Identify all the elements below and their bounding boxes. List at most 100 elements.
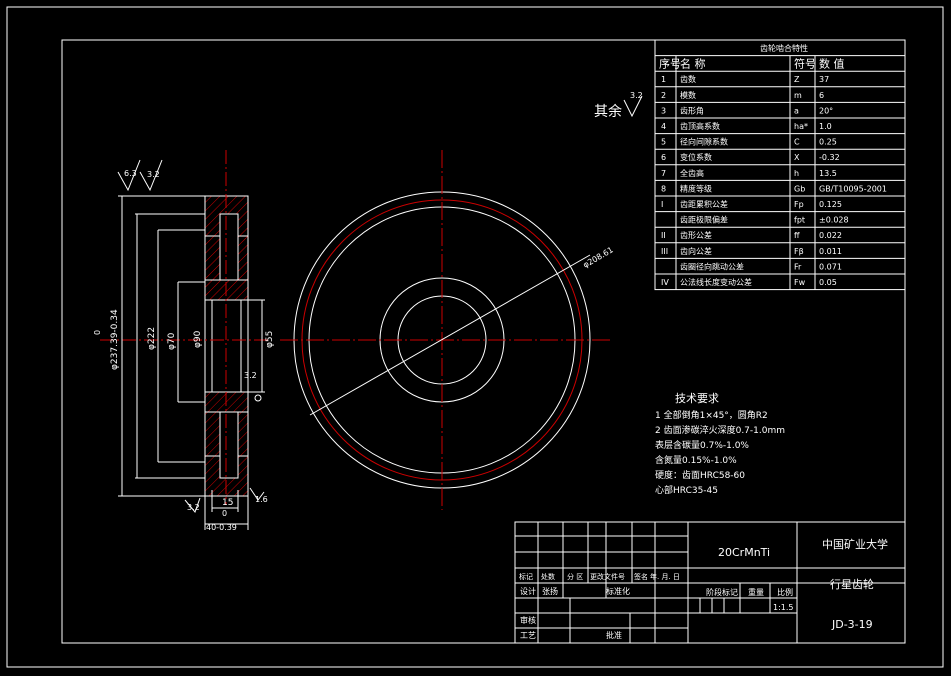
school-name: 中国矿业大学 (822, 537, 888, 551)
gear-table-cell: Fw (794, 278, 806, 287)
title-block-mark-columns: 标记处数 分 区更改文件号签名年. 月. 日 (519, 572, 680, 581)
gear-table-cell: 齿距极限偏差 (680, 215, 728, 225)
gear-table-cell: IV (661, 278, 669, 287)
tech-req-title: 技术要求 (675, 392, 719, 405)
gear-table-cell: 0.25 (819, 138, 837, 147)
gear-table-cell: 5 (661, 138, 666, 147)
gear-table-cell: m (794, 91, 802, 100)
gear-table-cell: Fp (794, 200, 804, 209)
weight-label: 重量 (748, 587, 764, 597)
inner-frame (61, 39, 906, 644)
gear-table-cell: 0.125 (819, 200, 842, 209)
dim-outer-prefix: 0 (93, 330, 102, 335)
roughness-3: 3.2 (187, 503, 200, 512)
mark-column-label: 签名 (634, 572, 648, 581)
gear-table-cell: 齿圈径向跳动公差 (680, 261, 744, 271)
title-block (514, 521, 906, 644)
review-label: 审核 (520, 615, 536, 625)
roughness-4: 1.6 (255, 495, 268, 504)
mark-column-label: 更改文件号 (590, 572, 625, 581)
dim-width-prefix: 0 (222, 509, 227, 518)
gear-table-cell: 2 (661, 91, 666, 100)
gear-table-cell: X (794, 153, 800, 162)
mark-column-label: 年. 月. 日 (650, 572, 680, 581)
gear-table-cell: 6 (819, 91, 824, 100)
gear-table-cell: Fr (794, 262, 802, 271)
gear-table-cell: 1.0 (819, 122, 832, 131)
gear-table-cell: Z (794, 75, 800, 84)
gear-table-cell: 20° (819, 106, 833, 115)
tech-req-lines: 1 全部倒角1×45°，圆角R2 2 齿面渗碳淬火深度0.7-1.0mm 表层含碳… (655, 409, 785, 496)
gear-table-cell: C (794, 138, 800, 147)
gear-table-cell: 37 (819, 75, 829, 84)
gear-table-header: 符号 (794, 58, 816, 71)
gear-table-cell: 齿形公差 (680, 230, 712, 240)
tech-req-line: 2 齿面渗碳淬火深度0.7-1.0mm (655, 424, 785, 436)
stage-label: 阶段标记 (706, 587, 738, 597)
mark-column-label: 分 区 (567, 572, 583, 581)
tech-req-line: 硬度：齿面HRC58-60 (655, 469, 745, 481)
gear-table-cell: 8 (661, 184, 666, 193)
gear-table-cell: I (661, 200, 663, 209)
gear-table-cell: fpt (794, 216, 805, 225)
gear-table-cell: 1 (661, 75, 666, 84)
remainder-roughness-label: 其余 (594, 103, 622, 120)
gear-table-cell: 0.071 (819, 262, 842, 271)
standard-label: 标准化 (606, 586, 630, 596)
tech-req-line: 1 全部倒角1×45°，圆角R2 (655, 409, 768, 421)
gear-table-cell: 4 (661, 122, 666, 131)
section-view (100, 150, 270, 530)
gear-table-cell: ff (794, 231, 800, 240)
gear-table-cell: ha* (794, 122, 808, 131)
dim-222: φ222 (147, 327, 157, 350)
gear-table-cell: Fβ (794, 247, 804, 256)
design-label: 设计 (520, 586, 536, 596)
gear-table-cell: 齿顶高系数 (680, 121, 720, 131)
gear-table-cell: 齿数 (680, 74, 696, 84)
drawing-number: JD-3-19 (831, 618, 873, 631)
gear-table-cell: 齿形角 (680, 105, 704, 115)
gear-table-cell: 0.022 (819, 231, 842, 240)
dim-55: φ55 (265, 331, 275, 348)
approve-label: 批准 (606, 630, 622, 640)
gear-table-cell: ±0.028 (819, 216, 849, 225)
gear-table-header: 名 称 (680, 57, 706, 71)
gear-table-cell: 3 (661, 106, 666, 115)
remainder-roughness-value: 3.2 (630, 91, 643, 100)
gear-table-cell: 全齿高 (680, 168, 704, 178)
gear-table-cell: 7 (661, 169, 666, 178)
mark-column-label: 标记 (519, 572, 533, 581)
gear-table-cell: 0.011 (819, 247, 842, 256)
mark-column-label: 处数 (541, 572, 555, 581)
gear-table-cell: 0.05 (819, 278, 837, 287)
dim-15: 15 (222, 498, 233, 508)
dim-70: φ70 (167, 332, 177, 350)
material: 20CrMnTi (718, 546, 770, 559)
tech-req-line: 表层含碳量0.7%-1.0% (655, 439, 749, 451)
gear-table-cell: GB/T10095-2001 (819, 184, 887, 193)
roughness-5: 3.2 (244, 371, 257, 380)
gear-table-cell: 齿距累积公差 (680, 199, 728, 209)
gear-table-title: 齿轮啮合特性 (760, 43, 808, 53)
gear-table-cell: 变位系数 (680, 152, 712, 162)
craft-label: 工艺 (520, 631, 536, 640)
gear-table-cell: Gb (794, 184, 805, 193)
scale-value: 1:1.5 (773, 603, 794, 612)
part-name: 行星齿轮 (830, 577, 874, 591)
gear-table-cell: 6 (661, 153, 666, 162)
dim-outer: φ237.39-0.34 (110, 309, 120, 370)
scale-label: 比例 (777, 587, 793, 597)
gear-table-cell: h (794, 169, 799, 178)
gear-table-cell: III (661, 247, 668, 256)
roughness-icon (623, 95, 643, 118)
gear-table-cell: 公法线长度变动公差 (680, 277, 752, 287)
outer-frame (6, 6, 944, 668)
gear-table-cell: 模数 (680, 90, 696, 100)
gear-table-cell: 13.5 (819, 169, 837, 178)
gear-table-cell: 径向间隙系数 (680, 137, 728, 147)
dim-width: 40-0.39 (206, 523, 237, 532)
front-view (280, 150, 610, 510)
roughness-2: 3.2 (147, 170, 160, 179)
gear-table-cell: -0.32 (819, 153, 840, 162)
